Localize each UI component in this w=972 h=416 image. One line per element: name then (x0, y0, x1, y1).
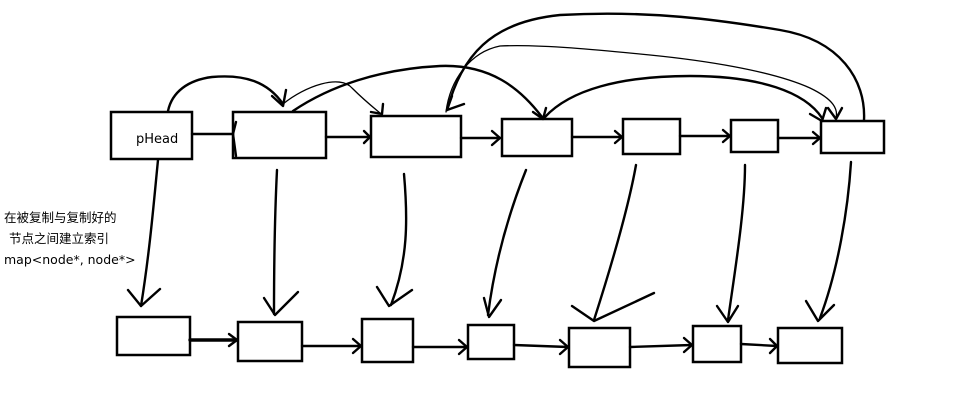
original-random-pointers (166, 12, 866, 123)
index-arrow-3-arrowhead (482, 296, 503, 319)
copy-next-pointer-3-arrowhead (558, 338, 570, 356)
random-pointer-6-arrowhead (445, 94, 466, 112)
copied-node-0 (115, 315, 192, 357)
original-node-5 (729, 118, 780, 154)
random-pointer-1 (282, 81, 381, 114)
random-pointer-5-arrowhead (826, 106, 844, 121)
copied-node-5 (691, 324, 743, 364)
copy-next-pointer-4-arrowhead (682, 336, 694, 354)
original-head-label: pHead (136, 132, 178, 147)
original-node-3 (500, 117, 574, 158)
original-node-1 (231, 110, 328, 160)
next-pointer-4-arrowhead (721, 128, 732, 144)
index-arrow-5-arrowhead (715, 304, 740, 324)
index-arrow-1-arrowhead (262, 290, 300, 317)
index-arrow-2 (389, 172, 408, 307)
next-pointer-5-arrowhead (811, 130, 822, 146)
copy-next-pointer-4 (628, 343, 694, 349)
next-pointer-3-arrowhead (613, 129, 624, 145)
original-list: pHead (109, 110, 886, 161)
copy-next-pointer-1-arrowhead (351, 337, 363, 355)
original-head-node (109, 110, 194, 161)
copied-node-1 (236, 320, 304, 363)
annotation-line-1: 在被复制与复制好的 (4, 210, 117, 225)
copied-node-6 (776, 326, 844, 365)
copy-next-pointer-0-arrowhead (227, 332, 239, 348)
index-arrow-head (139, 158, 160, 308)
random-pointer-6 (445, 12, 866, 122)
original-node-2 (369, 114, 463, 159)
random-pointer-1-arrowhead (369, 102, 385, 116)
original-node-6 (819, 119, 886, 155)
copied-list (115, 315, 844, 369)
copied-node-2 (360, 317, 415, 364)
copy-next-pointer-2-arrowhead (457, 338, 469, 356)
annotation-line-3: map<node*, node*> (4, 252, 136, 267)
random-pointer-3 (543, 74, 824, 120)
index-arrow-6-arrowhead (804, 299, 836, 323)
random-pointer-2 (291, 64, 544, 119)
next-pointer-1-arrowhead (362, 129, 372, 145)
index-arrow-head-arrowhead (126, 287, 162, 308)
index-map-annotation: 在被复制与复制好的 节点之间建立索引 map<node*, node*> (4, 207, 154, 270)
index-arrow-2-arrowhead (375, 285, 414, 308)
random-pointer-head-arrowhead (270, 88, 288, 108)
copied-node-4 (567, 326, 632, 369)
next-pointer-head-arrowhead (231, 120, 238, 158)
index-arrow-4 (592, 163, 638, 322)
random-pointer-3-arrowhead (808, 106, 828, 123)
original-next-pointers (190, 120, 822, 158)
index-arrow-6 (818, 160, 853, 320)
copied-node-3 (466, 323, 516, 361)
copy-next-pointer-5 (739, 342, 779, 348)
copy-index-arrows (126, 158, 853, 324)
random-pointer-head (166, 75, 285, 113)
copy-next-pointer-3 (512, 343, 570, 349)
index-arrow-3 (486, 168, 528, 317)
index-arrow-5 (726, 163, 747, 322)
copy-next-pointer-5-arrowhead (768, 337, 779, 355)
index-arrow-4-arrowhead (570, 291, 656, 323)
random-pointer-2-arrowhead (531, 106, 548, 121)
original-node-4 (621, 117, 682, 156)
copied-next-pointers (188, 332, 779, 356)
index-arrow-1 (272, 168, 279, 316)
annotation-line-2: 节点之间建立索引 (9, 231, 110, 246)
random-pointer-5 (445, 44, 838, 119)
next-pointer-2-arrowhead (490, 129, 502, 147)
